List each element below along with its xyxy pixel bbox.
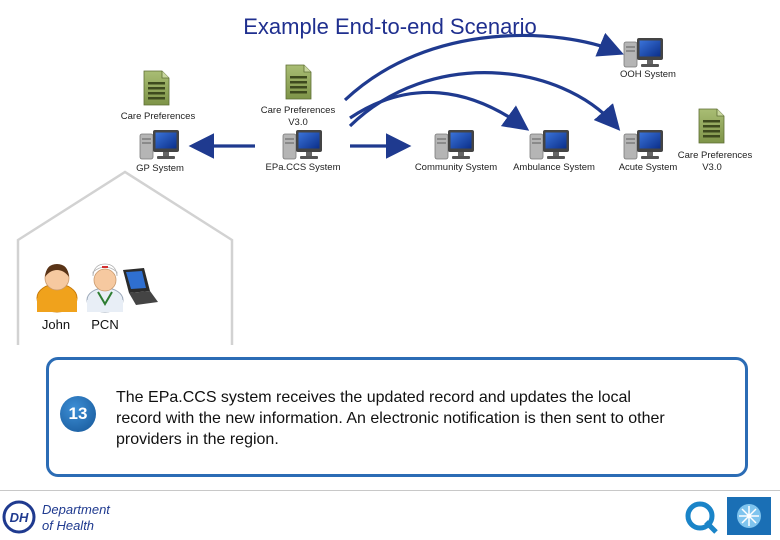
step-text-line-3: providers in the region. <box>116 431 279 448</box>
dh-logo-line-1: Department <box>42 502 111 517</box>
computer-icon-community <box>434 129 475 160</box>
document-icon-left <box>143 70 170 106</box>
laptop-icon <box>123 268 158 305</box>
computer-icon-ambulance <box>529 129 570 160</box>
page-title: Example End-to-end Scenario <box>243 14 537 39</box>
person-icon-john <box>36 264 78 313</box>
computer-icon-epaccs <box>282 129 323 160</box>
dh-logo-line-2: of Health <box>42 518 94 533</box>
label-care-preferences-center: Care Preferences <box>260 105 336 116</box>
label-community-system: Community System <box>414 162 498 173</box>
label-care-preferences-right: Care Preferences <box>677 150 753 161</box>
label-epaccs-system: EPa.CCS System <box>265 162 341 173</box>
computer-icon-ooh <box>623 37 664 68</box>
q-logo <box>685 501 718 534</box>
computer-icon-gp <box>139 129 180 160</box>
computer-icon-acute <box>623 129 664 160</box>
label-ambulance-system: Ambulance System <box>513 162 595 173</box>
label-ooh-system: OOH System <box>620 69 676 80</box>
arrow-epaccs-to-ambulance <box>349 90 530 131</box>
step-description-box <box>46 357 748 477</box>
house-outline <box>16 170 234 345</box>
label-care-preferences-left: Care Preferences <box>120 111 196 122</box>
label-care-preferences-right-version: V3.0 <box>702 162 722 173</box>
step-number-badge: 13 <box>60 396 96 432</box>
document-icon-center <box>285 64 312 100</box>
arrow-epaccs-to-acute <box>348 71 621 131</box>
label-john: John <box>41 317 71 332</box>
arrow-epaccs-to-ooh <box>343 32 624 102</box>
label-gp-system: GP System <box>136 163 184 174</box>
step-text-line-2: record with the new information. An elec… <box>116 410 665 427</box>
document-icon-right <box>698 108 725 144</box>
label-care-preferences-center-version: V3.0 <box>288 117 308 128</box>
flow-arrows <box>188 32 624 159</box>
step-description-text: The EPa.CCS system receives the updated … <box>116 387 746 450</box>
label-acute-system: Acute System <box>618 162 678 173</box>
label-pcn: PCN <box>91 317 119 332</box>
dh-logo: DH Department of Health <box>2 500 111 534</box>
snowflake-badge <box>727 497 771 535</box>
dh-logo-mark: DH <box>10 510 29 525</box>
step-text-line-1: The EPa.CCS system receives the updated … <box>116 389 631 406</box>
doctor-icon-pcn <box>86 263 124 313</box>
footer-divider <box>0 490 780 491</box>
